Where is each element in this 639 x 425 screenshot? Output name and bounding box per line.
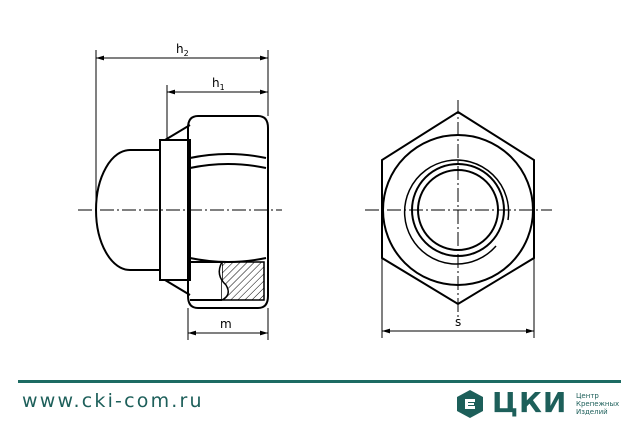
front-view xyxy=(365,100,552,338)
hex-body xyxy=(187,115,269,309)
dim-h1 xyxy=(166,85,268,140)
outer-circle xyxy=(382,134,534,286)
label-h1: h1 xyxy=(212,76,225,92)
dim-m xyxy=(187,308,269,340)
logo-mark-icon xyxy=(457,390,483,418)
cap-nut-drawing: h2 h1 m s xyxy=(78,42,552,340)
hexagon xyxy=(381,110,535,306)
thread-arc xyxy=(403,159,510,265)
label-s: s xyxy=(455,315,461,329)
bore-outer xyxy=(411,163,505,257)
bore-inner xyxy=(417,169,499,251)
logo-text: ЦКИ xyxy=(492,386,568,419)
label-h2: h2 xyxy=(176,42,189,58)
side-view xyxy=(78,50,282,340)
dim-s xyxy=(381,258,535,338)
dome xyxy=(95,149,160,271)
logo-subtitle: Центр Крепежных Изделий xyxy=(576,392,620,416)
cki-logo[interactable]: ЦКИ Центр Крепежных Изделий xyxy=(456,386,631,422)
label-m: m xyxy=(220,317,232,331)
website-link[interactable]: www.cki-com.ru xyxy=(22,390,204,412)
footer-divider xyxy=(18,380,621,383)
dim-h2 xyxy=(95,50,269,205)
